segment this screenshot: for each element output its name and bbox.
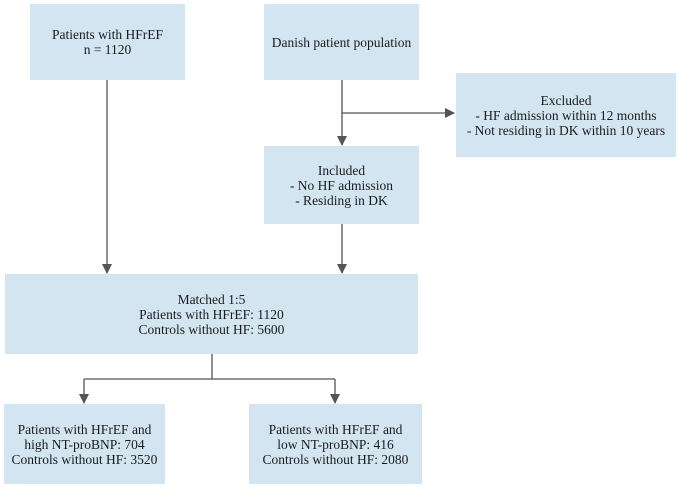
high-ntprobnp-box: Patients with HFrEF and high NT-proBNP: …: [4, 404, 165, 484]
box-text-line: - Not residing in DK within 10 years: [466, 122, 666, 138]
box-text-line: Patients with HFrEF: 1120: [139, 306, 284, 322]
box-text-line: Danish patient population: [271, 34, 412, 50]
box-text-line: Patients with HFrEF and: [268, 421, 403, 437]
box-text-line: Controls without HF: 2080: [262, 451, 409, 467]
box-text-line: Controls without HF: 3520: [11, 451, 158, 467]
low-ntprobnp-box: Patients with HFrEF and low NT-proBNP: 4…: [249, 404, 422, 484]
danish-population-box: Danish patient population: [264, 4, 419, 80]
hfref-patients-box: Patients with HFrEF n = 1120: [30, 4, 185, 80]
box-text-line: - HF admission within 12 months: [475, 107, 657, 123]
box-text-line: Matched 1:5: [177, 291, 246, 307]
box-text-line: high NT-proBNP: 704: [24, 436, 145, 452]
included-box: Included - No HF admission - Residing in…: [264, 146, 419, 224]
box-text-line: n = 1120: [83, 42, 132, 57]
matched-box: Matched 1:5 Patients with HFrEF: 1120 Co…: [5, 274, 418, 354]
box-text-line: - Residing in DK: [295, 192, 388, 208]
box-text-line: Included: [317, 162, 366, 178]
box-text-line: Patients with HFrEF: [51, 27, 163, 42]
box-text-line: Patients with HFrEF and: [17, 421, 152, 437]
box-text-line: - No HF admission: [289, 177, 394, 193]
box-text-line: Controls without HF: 5600: [138, 321, 285, 337]
excluded-box: Excluded - HF admission within 12 months…: [456, 73, 676, 157]
box-text-line: Excluded: [540, 92, 592, 108]
box-text-line: low NT-proBNP: 416: [277, 436, 394, 452]
